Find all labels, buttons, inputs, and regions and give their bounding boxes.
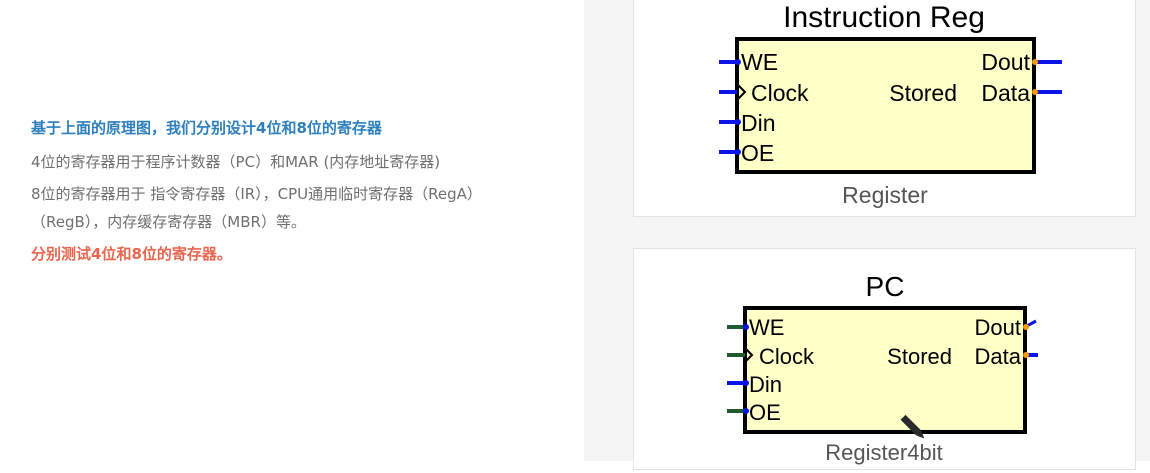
pc-svg: PC WE Clock Din OE Dout Stored Data Reg: [727, 271, 1038, 465]
pin-label-clock: Clock: [751, 80, 809, 106]
diagram-title: PC: [866, 271, 905, 302]
pin-label-stored: Stored: [887, 344, 952, 369]
oe-pin-dot: [735, 149, 741, 155]
component-caption: Register4bit: [825, 440, 942, 465]
dout-pin-dot: [1023, 324, 1029, 330]
pin-label-dout: Dout: [981, 49, 1030, 75]
paragraph-8bit: 8位的寄存器用于 指令寄存器（IR），CPU通用临时寄存器（RegA）（RegB…: [31, 185, 482, 231]
instruction-reg-svg: Instruction Reg WE Clock Din OE Dout Sto…: [719, 1, 1062, 208]
register-block: [743, 306, 1027, 434]
pin-label-we: WE: [741, 49, 778, 75]
pin-label-dout: Dout: [975, 315, 1021, 340]
register-block: [735, 37, 1036, 174]
left-pins: [719, 59, 747, 155]
right-pins: [1032, 59, 1062, 95]
pin-label-din: Din: [749, 372, 782, 397]
pin-label-data: Data: [981, 80, 1030, 106]
highlight-note: 分别测试4位和8位的寄存器。: [31, 245, 232, 263]
pin-label-we: WE: [749, 315, 784, 340]
pin-label-clock: Clock: [759, 344, 815, 369]
right-pins: [1023, 319, 1038, 358]
oe-pin-dot: [743, 408, 749, 414]
data-pin-dot: [1032, 89, 1038, 95]
pin-label-oe: OE: [749, 400, 781, 425]
section-heading: 基于上面的原理图，我们分别设计4位和8位的寄存器: [31, 119, 382, 137]
clock-triangle-icon: [736, 83, 747, 101]
pin-label-din: Din: [741, 110, 776, 136]
we-pin-dot: [735, 59, 741, 65]
pin-label-stored: Stored: [889, 80, 957, 106]
dout-pin-dot: [1032, 59, 1038, 65]
pc-diagram: PC WE Clock Din OE Dout Stored Data Reg: [633, 248, 1136, 470]
pin-label-oe: OE: [741, 140, 774, 166]
din-pin-dot: [735, 119, 741, 125]
article-text: 基于上面的原理图，我们分别设计4位和8位的寄存器 4位的寄存器用于程序计数器（P…: [31, 116, 531, 266]
clock-triangle-icon: [744, 347, 754, 363]
instruction-reg-diagram: Instruction Reg WE Clock Din OE Dout Sto…: [633, 0, 1136, 217]
we-pin-dot: [743, 324, 749, 330]
paragraph-4bit: 4位的寄存器用于程序计数器（PC）和MAR (内存地址寄存器): [31, 153, 441, 171]
data-pin-dot: [1023, 352, 1029, 358]
din-pin-dot: [743, 380, 749, 386]
diagram-title: Instruction Reg: [783, 1, 985, 34]
pencil-cursor-icon: [900, 414, 925, 439]
left-pins: [727, 324, 754, 414]
component-caption: Register: [842, 182, 928, 208]
pin-label-data: Data: [975, 344, 1022, 369]
